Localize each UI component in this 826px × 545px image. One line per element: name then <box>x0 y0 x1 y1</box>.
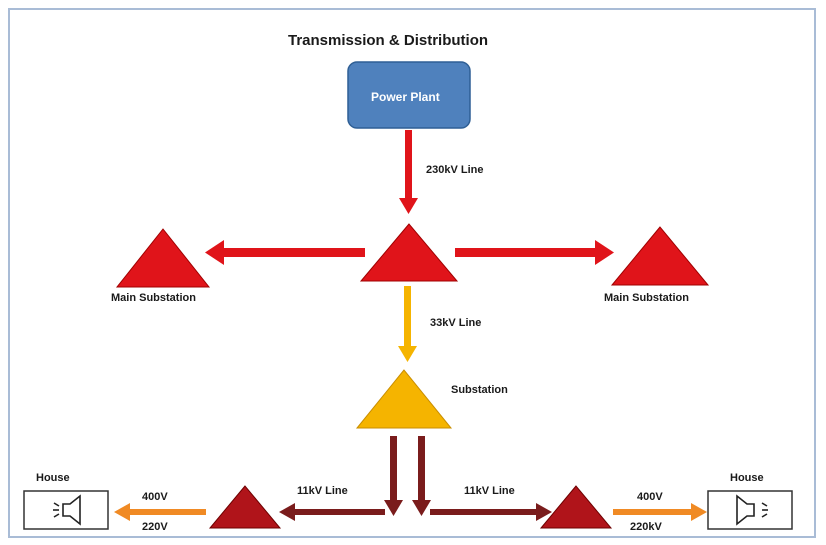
distribution-transformer-left <box>208 485 282 529</box>
arrow-service-right <box>613 503 707 521</box>
voltage-left-bottom-label: 220V <box>142 521 168 533</box>
central-substation-triangle <box>359 223 459 282</box>
house-right-label: House <box>730 472 764 484</box>
line-230kv-label: 230kV Line <box>426 164 484 176</box>
speaker-icon <box>736 494 768 526</box>
power-plant-label: Power Plant <box>371 90 440 104</box>
arrow-11kv-right <box>430 503 552 521</box>
line-11kv-right-label: 11kV Line <box>464 485 515 497</box>
main-substation-left-triangle <box>115 228 211 288</box>
voltage-right-bottom-label: 220kV <box>630 521 662 533</box>
arrow-to-right-main-substation <box>455 240 614 265</box>
arrow-down-left-11kv <box>384 436 403 516</box>
diagram-title: Transmission & Distribution <box>288 32 489 49</box>
power-plant-box <box>347 61 471 129</box>
substation-label: Substation <box>451 384 508 396</box>
speaker-icon <box>53 494 81 526</box>
voltage-right-top-label: 400V <box>637 491 663 503</box>
voltage-left-top-label: 400V <box>142 491 168 503</box>
main-substation-left-label: Main Substation <box>111 292 196 304</box>
house-right-box <box>707 490 793 530</box>
main-substation-right-label: Main Substation <box>604 292 689 304</box>
line-33kv-label: 33kV Line <box>430 317 482 329</box>
house-left-label: House <box>36 472 70 484</box>
house-left-box <box>23 490 109 530</box>
line-11kv-left-label: 11kV Line <box>297 485 348 497</box>
arrow-11kv-left <box>279 503 385 521</box>
arrow-230kv <box>399 130 418 214</box>
substation-triangle <box>355 369 453 429</box>
distribution-transformer-right <box>539 485 613 529</box>
arrow-down-right-11kv <box>412 436 431 516</box>
main-substation-right-triangle <box>610 226 710 286</box>
arrow-service-left <box>114 503 206 521</box>
arrow-33kv <box>398 286 417 362</box>
arrow-to-left-main-substation <box>205 240 365 265</box>
